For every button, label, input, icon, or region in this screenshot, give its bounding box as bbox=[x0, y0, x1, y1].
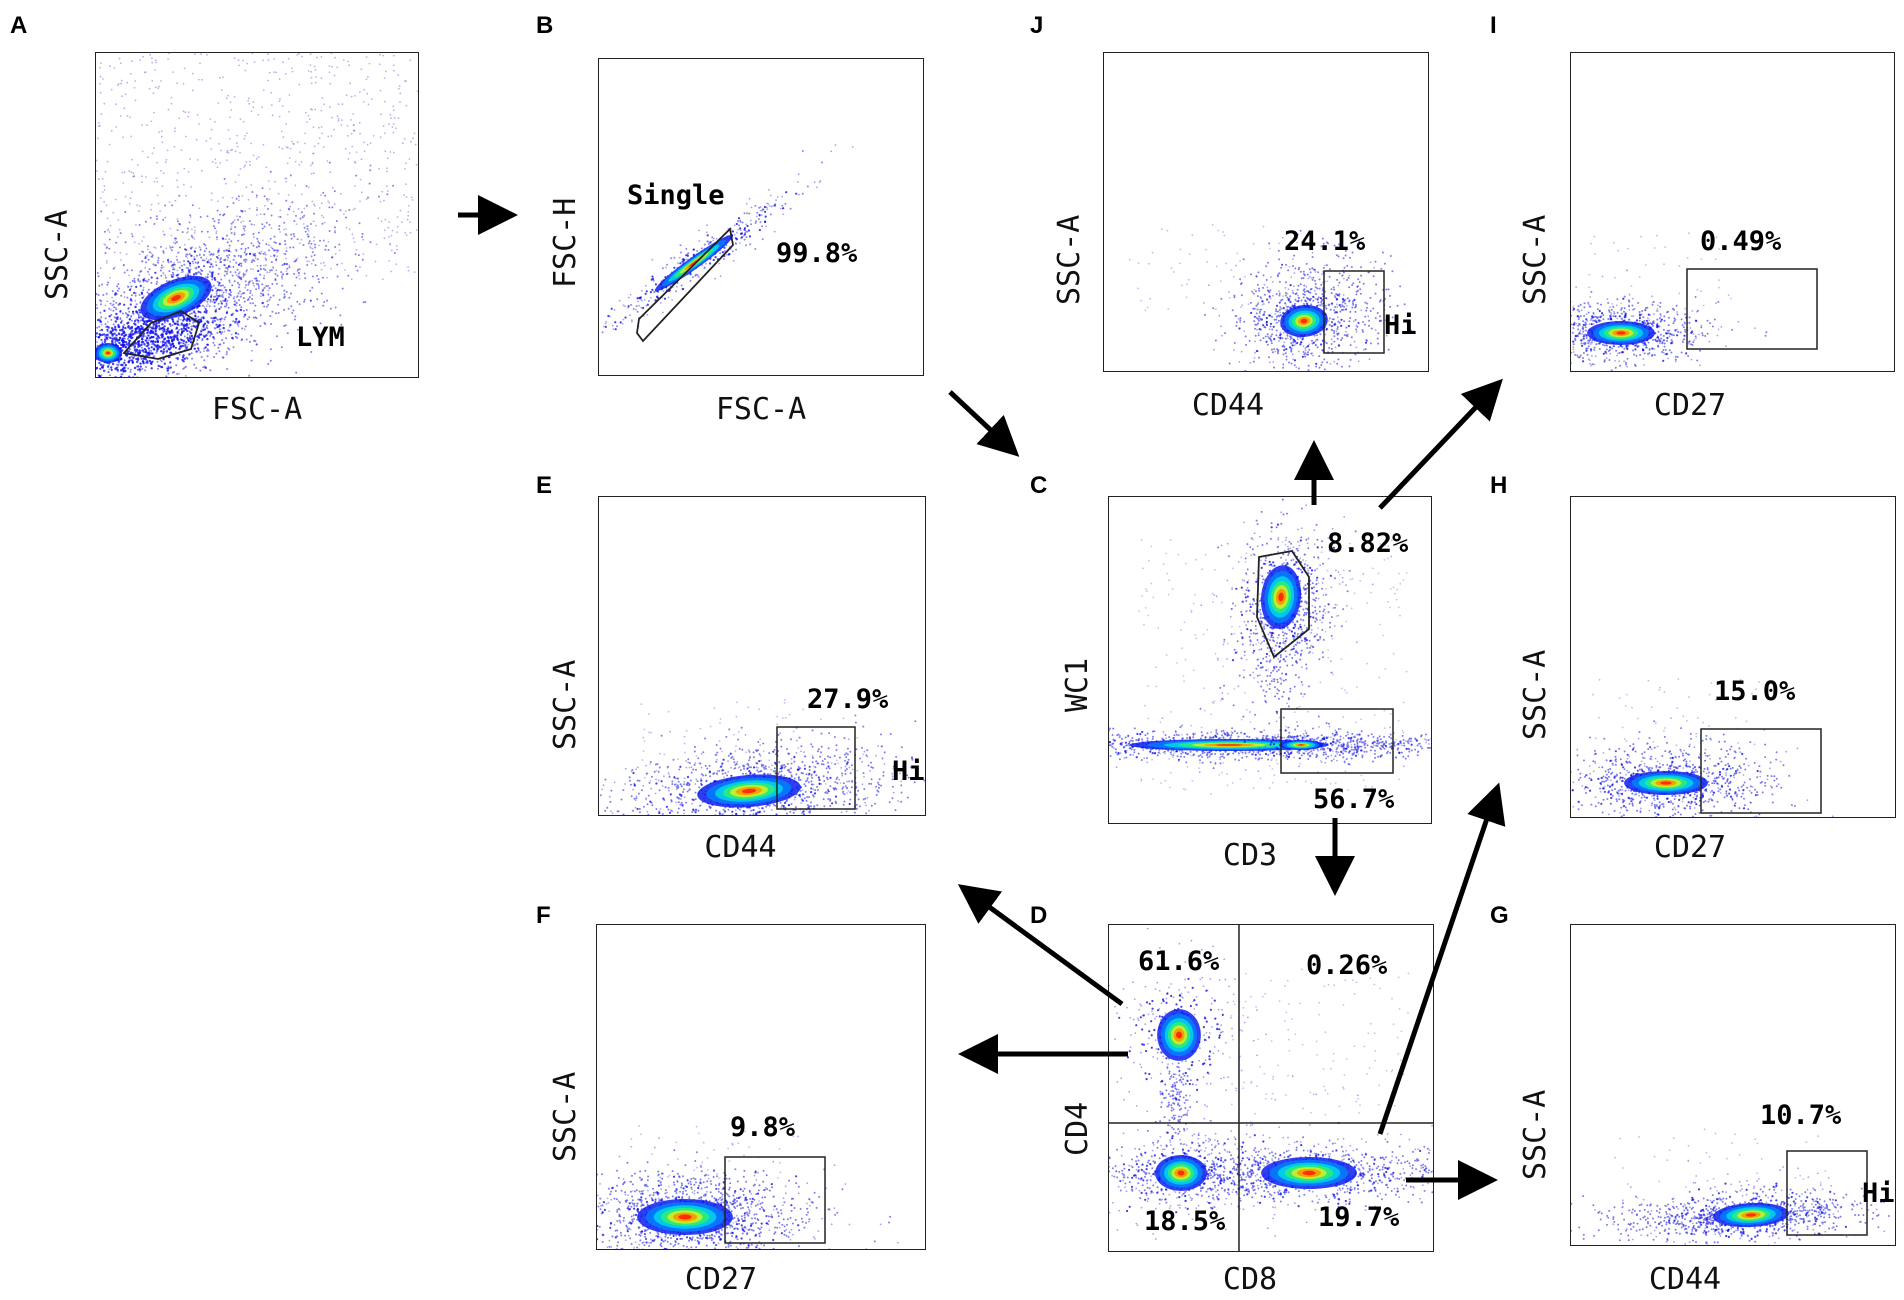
xlabel-i: CD27 bbox=[1653, 388, 1727, 423]
plotE-density bbox=[599, 698, 925, 815]
gate-label-g: Hi bbox=[1862, 1178, 1895, 1209]
pct-c-top: 8.82% bbox=[1327, 528, 1409, 559]
plotH-density bbox=[1571, 678, 1834, 817]
gate-label-j: Hi bbox=[1384, 310, 1417, 341]
xlabel-j: CD44 bbox=[1191, 388, 1265, 423]
plot-e bbox=[598, 496, 926, 816]
panel-letter-i: I bbox=[1490, 12, 1497, 39]
plotF-density bbox=[597, 1125, 899, 1249]
ylabel-f: SSC-A bbox=[548, 1071, 583, 1162]
pct-d-upper-left: 61.6% bbox=[1138, 946, 1220, 977]
xlabel-a: FSC-A bbox=[211, 392, 303, 427]
pct-d-lower-left: 18.5% bbox=[1144, 1206, 1226, 1237]
panel-letter-h: H bbox=[1490, 472, 1508, 499]
ylabel-j: SSC-A bbox=[1052, 214, 1087, 305]
plotC-density bbox=[1109, 498, 1431, 797]
panel-letter-a: A bbox=[10, 12, 28, 39]
pct-f: 9.8% bbox=[730, 1112, 796, 1143]
pct-h: 15.0% bbox=[1714, 676, 1796, 707]
pct-b: 99.8% bbox=[776, 238, 858, 269]
ylabel-i: SSC-A bbox=[1518, 214, 1553, 305]
xlabel-b: FSC-A bbox=[715, 392, 807, 427]
plotJ-density bbox=[1128, 223, 1415, 371]
panel-letter-b: B bbox=[536, 12, 554, 39]
plot-i bbox=[1570, 52, 1895, 372]
plot-f bbox=[596, 924, 926, 1250]
panel-letter-d: D bbox=[1030, 902, 1048, 929]
ylabel-c: WC1 bbox=[1060, 657, 1095, 712]
panel-letter-e: E bbox=[536, 472, 553, 499]
gate-label-a: LYM bbox=[296, 322, 345, 353]
xlabel-c: CD3 bbox=[1222, 838, 1278, 873]
pct-c-bottom: 56.7% bbox=[1313, 784, 1395, 815]
plot-c bbox=[1108, 496, 1432, 824]
ylabel-b: FSC-H bbox=[548, 197, 583, 288]
panel-letter-f: F bbox=[536, 902, 551, 929]
plot-h bbox=[1570, 496, 1896, 818]
pct-g: 10.7% bbox=[1760, 1100, 1842, 1131]
panel-letter-c: C bbox=[1030, 472, 1048, 499]
pct-i: 0.49% bbox=[1700, 226, 1782, 257]
ylabel-g: SSC-A bbox=[1518, 1089, 1553, 1180]
panel-letter-g: G bbox=[1490, 902, 1509, 929]
gate-label-e: Hi bbox=[892, 756, 925, 787]
ylabel-a: SSC-A bbox=[40, 209, 75, 300]
plotB-density bbox=[601, 144, 854, 343]
ylabel-e: SSC-A bbox=[548, 659, 583, 750]
xlabel-d: CD8 bbox=[1222, 1262, 1278, 1297]
pct-j: 24.1% bbox=[1284, 226, 1366, 257]
xlabel-h: CD27 bbox=[1653, 830, 1727, 865]
pct-d-upper-right: 0.26% bbox=[1306, 950, 1388, 981]
arrow-c-to-i bbox=[1378, 378, 1503, 510]
plot-a bbox=[95, 52, 419, 378]
panel-letter-j: J bbox=[1030, 12, 1044, 39]
xlabel-e: CD44 bbox=[704, 830, 777, 865]
plotG-density bbox=[1571, 1128, 1890, 1245]
pct-d-lower-right: 19.7% bbox=[1318, 1202, 1400, 1233]
plot-b bbox=[598, 58, 924, 376]
xlabel-f: CD27 bbox=[684, 1262, 758, 1297]
plot-g bbox=[1570, 924, 1896, 1246]
arrow-b-to-c bbox=[948, 390, 1020, 457]
plot-j bbox=[1103, 52, 1429, 372]
plotI-density bbox=[1571, 232, 1818, 371]
ylabel-h: SSC-A bbox=[1518, 649, 1553, 740]
plotA-density bbox=[96, 53, 418, 377]
ylabel-d: CD4 bbox=[1060, 1101, 1095, 1156]
pct-e: 27.9% bbox=[807, 684, 889, 715]
xlabel-g: CD44 bbox=[1648, 1262, 1722, 1297]
gate-label-b: Single bbox=[627, 180, 725, 211]
